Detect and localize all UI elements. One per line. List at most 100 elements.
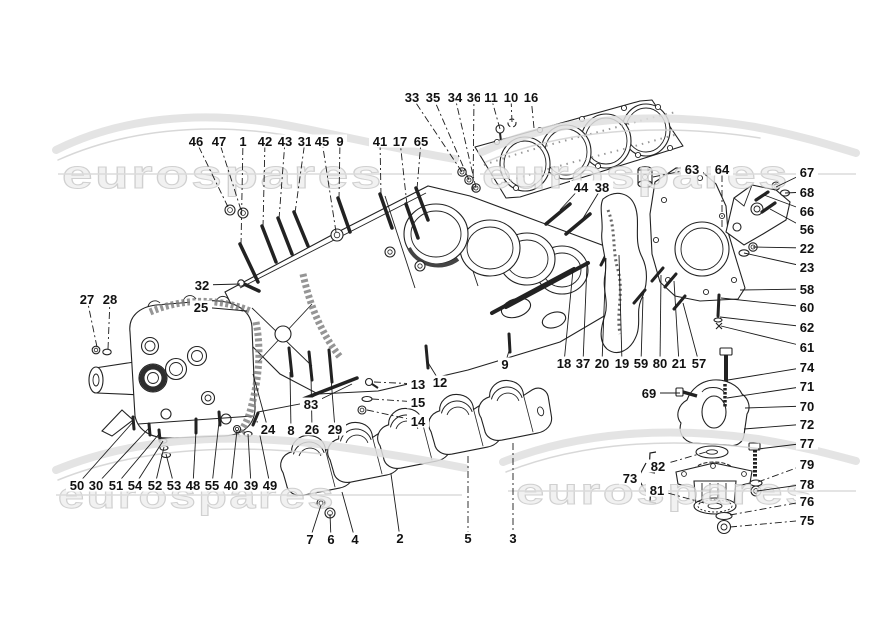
timing-cover-gasket	[600, 192, 647, 353]
part-label-59: 59	[634, 356, 648, 371]
part-label-9: 9	[501, 357, 508, 372]
label-bg	[520, 90, 542, 104]
label-bg	[463, 90, 485, 104]
label-bg	[688, 356, 710, 370]
label-bg	[649, 356, 671, 370]
part-label-42: 42	[258, 134, 272, 149]
leader-line-58	[739, 288, 808, 291]
part-label-19: 19	[615, 356, 629, 371]
leader-line-60	[720, 297, 808, 308]
part-label-58: 58	[800, 282, 814, 297]
label-bg	[300, 397, 322, 411]
swoosh-bottom-left	[52, 434, 469, 481]
leader-line-47	[218, 140, 242, 211]
label-bg	[480, 90, 502, 104]
part-label-53: 53	[167, 478, 181, 493]
part-label-39: 39	[244, 478, 258, 493]
part-label-6: 6	[327, 532, 334, 547]
label-bg	[105, 478, 127, 492]
part-label-28: 28	[103, 292, 117, 307]
part-label-80: 80	[653, 356, 667, 371]
label-bg	[570, 180, 592, 194]
part-label-55: 55	[205, 478, 219, 493]
part-label-74: 74	[800, 360, 815, 375]
leader-line-31	[294, 140, 306, 214]
label-bg	[85, 478, 107, 492]
front-cover	[88, 295, 263, 439]
label-bg	[220, 478, 242, 492]
part-label-35: 35	[426, 90, 440, 105]
leader-line-76	[729, 500, 808, 516]
part-label-20: 20	[595, 356, 609, 371]
leader-line-11	[490, 96, 501, 130]
block-studs	[238, 186, 622, 401]
label-bg	[257, 422, 279, 436]
label-bg	[301, 422, 323, 436]
part-label-83: 83	[304, 397, 318, 412]
label-bg	[796, 260, 818, 274]
label-bg	[274, 134, 296, 148]
label-bg	[796, 300, 818, 314]
part-label-29: 29	[328, 422, 342, 437]
label-bg	[410, 134, 432, 148]
label-bg	[144, 478, 166, 492]
leader-line-65	[416, 140, 422, 190]
part-label-4: 4	[351, 532, 359, 547]
part-label-37: 37	[576, 356, 590, 371]
part-label-79: 79	[800, 457, 814, 472]
leader-line-42	[262, 140, 266, 228]
part-label-69: 69	[642, 386, 656, 401]
leader-line-79	[757, 463, 808, 483]
part-label-27: 27	[80, 292, 94, 307]
label-bg	[191, 278, 213, 292]
label-bg	[333, 134, 347, 148]
part-label-14: 14	[411, 414, 426, 429]
leader-line-71	[726, 385, 808, 399]
label-bg	[796, 165, 818, 179]
label-bg	[500, 90, 522, 104]
part-label-61: 61	[800, 340, 814, 355]
part-label-24: 24	[261, 422, 276, 437]
leader-line-54	[134, 440, 164, 486]
part-label-66: 66	[800, 204, 814, 219]
leader-line-34	[454, 96, 477, 189]
leader-line-4	[341, 491, 356, 540]
leader-line-39	[247, 433, 252, 486]
label-bg	[591, 356, 613, 370]
part-label-49: 49	[263, 478, 277, 493]
part-label-8: 8	[287, 423, 294, 438]
part-label-32: 32	[195, 278, 209, 293]
label-bg	[124, 478, 146, 492]
label-bg	[796, 340, 818, 354]
label-bg	[796, 282, 818, 296]
leader-line-35	[432, 96, 470, 181]
part-label-43: 43	[278, 134, 292, 149]
label-bg	[66, 478, 88, 492]
label-bg	[619, 471, 641, 485]
part-label-63: 63	[685, 162, 699, 177]
label-bg	[393, 531, 407, 545]
label-bg	[324, 532, 338, 546]
label-bg	[796, 241, 818, 255]
label-bg	[796, 513, 818, 527]
part-label-7: 7	[306, 532, 313, 547]
leader-line-59	[640, 296, 644, 364]
label-bg	[572, 356, 594, 370]
label-bg	[369, 134, 391, 148]
leader-line-30	[95, 427, 150, 486]
label-bg	[796, 417, 818, 431]
part-label-38: 38	[595, 180, 609, 195]
part-label-51: 51	[109, 478, 123, 493]
label-bg	[646, 483, 668, 497]
label-bg	[796, 494, 818, 508]
label-bg	[99, 292, 121, 306]
part-label-31: 31	[298, 134, 312, 149]
leader-line-28	[107, 298, 111, 350]
leader-line-46	[195, 140, 229, 208]
leader-line-74	[727, 366, 808, 381]
label-bg	[796, 399, 818, 413]
label-bg	[182, 478, 204, 492]
part-label-77: 77	[800, 436, 814, 451]
leader-line-55	[211, 421, 220, 486]
